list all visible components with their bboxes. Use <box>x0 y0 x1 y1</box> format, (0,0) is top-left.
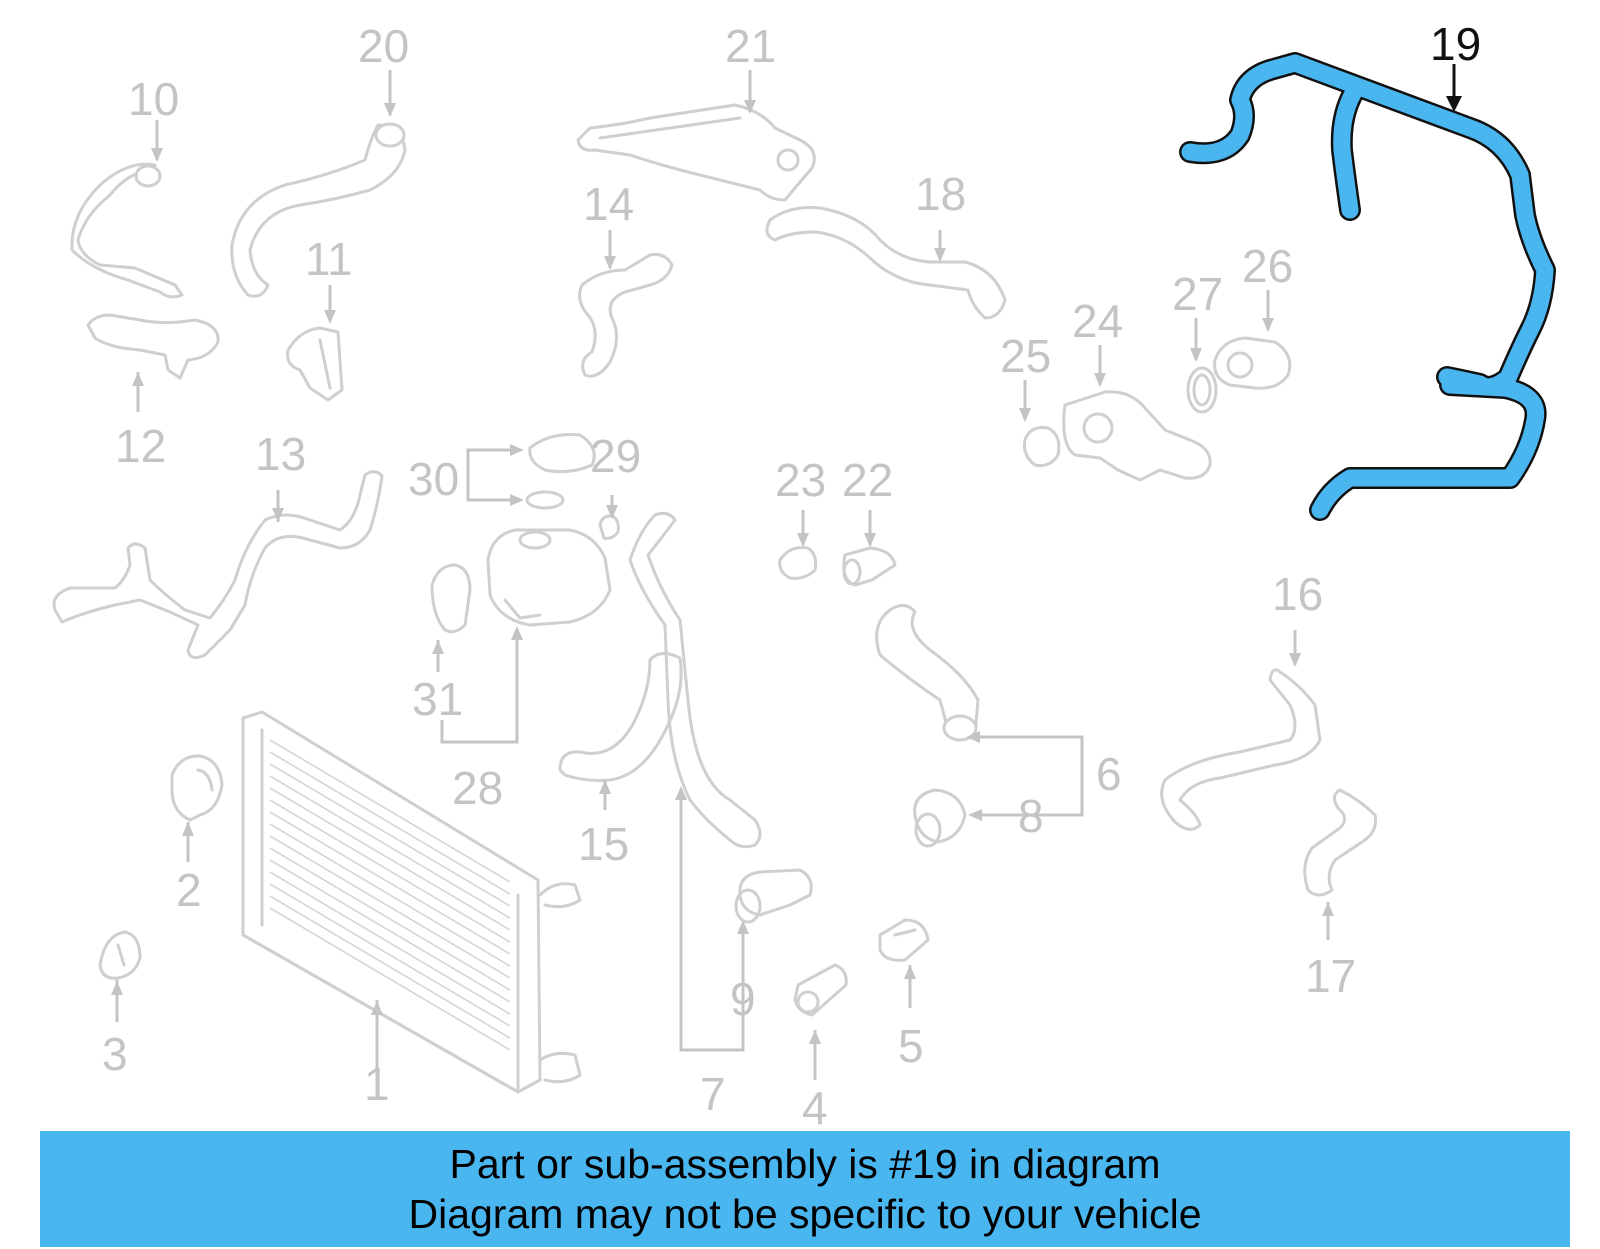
label-30: 30 <box>408 453 459 505</box>
part-19-arrowhead <box>1446 96 1462 112</box>
part-1-radiator[interactable] <box>241 710 582 1094</box>
part-16-hose[interactable] <box>1160 668 1322 831</box>
info-banner: Part or sub-assembly is #19 in diagram D… <box>40 1131 1570 1247</box>
label-4: 4 <box>802 1082 828 1134</box>
part-11-sensor[interactable] <box>286 326 344 402</box>
part-19-coolant-hose[interactable] <box>1179 52 1556 521</box>
part-15-hose[interactable] <box>558 652 683 782</box>
part-14-hose[interactable] <box>578 253 674 378</box>
part-7-hose[interactable] <box>628 511 762 849</box>
part-24-thermostat-housing[interactable] <box>1062 390 1212 482</box>
label-14: 14 <box>583 178 634 230</box>
part-21-flange-pipe[interactable] <box>576 103 816 202</box>
label-17: 17 <box>1305 950 1356 1002</box>
label-9: 9 <box>730 973 756 1025</box>
part-29-plug[interactable] <box>598 514 620 540</box>
part-23-cap[interactable] <box>778 546 818 580</box>
label-18: 18 <box>915 168 966 220</box>
label-10: 10 <box>128 73 179 125</box>
label-21: 21 <box>725 20 776 72</box>
part-12-flange[interactable] <box>86 313 220 380</box>
label-20: 20 <box>358 20 409 72</box>
label-7: 7 <box>700 1068 726 1120</box>
part-10-hose[interactable] <box>70 162 184 299</box>
label-11: 11 <box>305 233 353 285</box>
part-8-fitting[interactable] <box>913 788 967 848</box>
banner-line-2: Diagram may not be specific to your vehi… <box>408 1191 1202 1237</box>
label-16: 16 <box>1272 568 1323 620</box>
label-19[interactable]: 19 <box>1430 18 1481 70</box>
label-24: 24 <box>1072 295 1123 347</box>
part-2-bracket[interactable] <box>170 754 224 822</box>
label-6: 6 <box>1096 748 1122 800</box>
label-8: 8 <box>1018 790 1044 842</box>
part-18-hose[interactable] <box>765 206 1007 320</box>
part-26-housing[interactable] <box>1213 336 1292 390</box>
label-15: 15 <box>578 818 629 870</box>
label-26: 26 <box>1242 240 1293 292</box>
label-13: 13 <box>255 428 306 480</box>
label-3: 3 <box>102 1028 128 1080</box>
label-5: 5 <box>898 1020 924 1072</box>
part-22-connector[interactable] <box>842 546 897 587</box>
label-27: 27 <box>1172 268 1223 320</box>
part-4-sensor[interactable] <box>793 963 848 1017</box>
part-13-pipe[interactable] <box>52 470 384 660</box>
part-28-expansion-tank[interactable] <box>486 528 612 627</box>
label-31: 31 <box>412 673 463 725</box>
label-28: 28 <box>452 762 503 814</box>
label-25: 25 <box>1000 330 1051 382</box>
part-30-cap[interactable] <box>525 433 596 510</box>
part-3-mount[interactable] <box>98 930 142 980</box>
part-9-fitting[interactable] <box>734 868 813 924</box>
part-25-gasket[interactable] <box>1023 426 1061 467</box>
label-22: 22 <box>842 454 893 506</box>
banner-line-1: Part or sub-assembly is #19 in diagram <box>449 1141 1161 1187</box>
label-23: 23 <box>775 454 826 506</box>
label-2: 2 <box>176 864 202 916</box>
part-20-hose[interactable] <box>230 122 407 298</box>
part-31-bracket[interactable] <box>430 563 472 634</box>
part-27-o-ring[interactable] <box>1186 366 1218 414</box>
label-12: 12 <box>115 420 166 472</box>
label-1: 1 <box>364 1058 390 1110</box>
part-17-hose[interactable] <box>1303 788 1377 897</box>
part-5-connector[interactable] <box>878 918 930 962</box>
part-6-hose[interactable] <box>875 604 980 742</box>
label-29: 29 <box>590 430 641 482</box>
